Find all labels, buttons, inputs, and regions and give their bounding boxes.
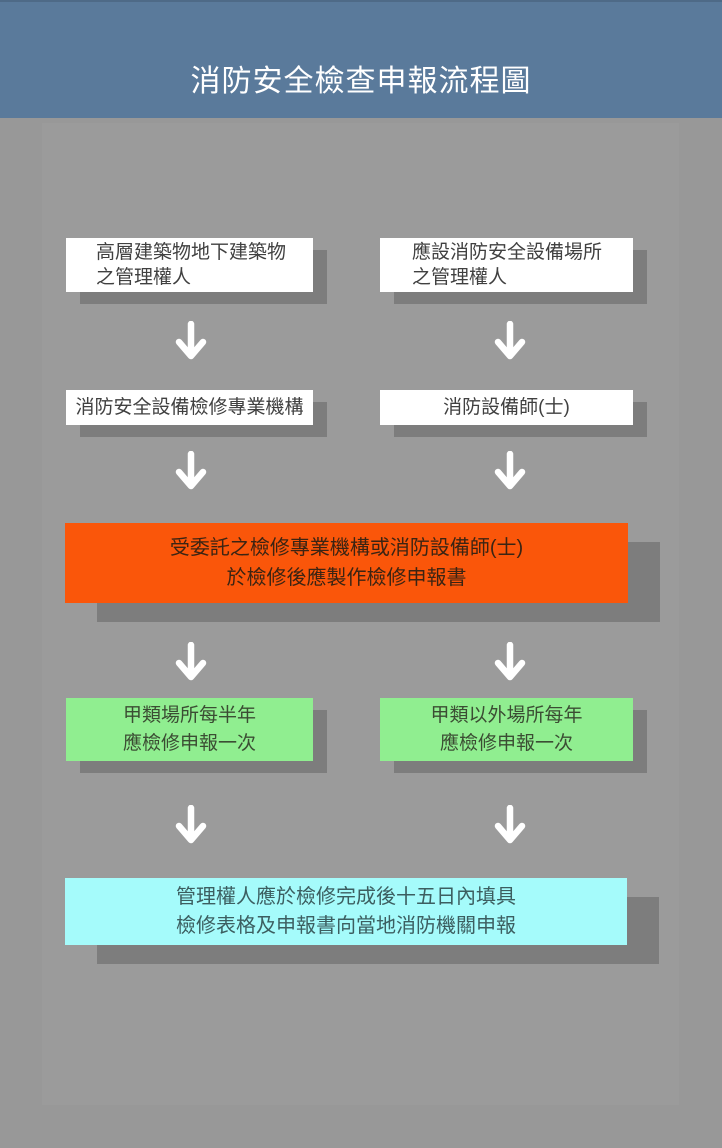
down-arrow-icon	[172, 805, 210, 847]
flow-box-line: 應檢修申報一次	[122, 732, 256, 754]
down-arrow-icon	[491, 642, 529, 684]
flow-box-line: 受委託之檢修專業機構或消防設備師(士)	[169, 537, 524, 559]
flow-box-line: 應設消防安全設備場所	[412, 242, 603, 263]
flow-box-class-a: 甲類場所每半年 應檢修申報一次	[66, 698, 313, 761]
flow-box-inspection-agency: 消防安全設備檢修專業機構	[66, 390, 313, 425]
flow-box-non-class-a: 甲類以外場所每年 應檢修申報一次	[380, 698, 633, 761]
down-arrow-icon	[172, 321, 210, 363]
flow-box-line: 消防安全設備檢修專業機構	[75, 397, 304, 418]
flow-box-line: 應檢修申報一次	[439, 732, 573, 754]
down-arrow-icon	[491, 321, 529, 363]
flow-box-line: 檢修表格及申報書向當地消防機關申報	[176, 914, 516, 937]
flow-box-line: 之管理權人	[96, 267, 192, 288]
title-banner: 消防安全檢查申報流程圖	[0, 0, 722, 118]
down-arrow-icon	[172, 451, 210, 493]
down-arrow-icon	[491, 805, 529, 847]
flow-box-line: 之管理權人	[412, 267, 508, 288]
page-title: 消防安全檢查申報流程圖	[190, 65, 532, 98]
flow-box-owner-highrise: 高層建築物地下建築物 之管理權人	[66, 238, 313, 292]
flow-box-line: 於檢修後應製作檢修申報書	[226, 567, 467, 589]
down-arrow-icon	[491, 451, 529, 493]
down-arrow-icon	[172, 642, 210, 684]
flow-box-owner-equipped: 應設消防安全設備場所 之管理權人	[380, 238, 633, 292]
flow-box-fire-engineer: 消防設備師(士)	[380, 390, 633, 425]
flow-box-final-filing: 管理權人應於檢修完成後十五日內填具 檢修表格及申報書向當地消防機關申報	[65, 878, 627, 945]
flow-box-line: 消防設備師(士)	[443, 397, 570, 418]
flow-box-line: 高層建築物地下建築物	[96, 242, 287, 263]
flow-box-line: 管理權人應於檢修完成後十五日內填具	[176, 885, 516, 908]
flow-box-line: 甲類場所每半年	[122, 704, 256, 726]
flow-box-report-duty: 受委託之檢修專業機構或消防設備師(士) 於檢修後應製作檢修申報書	[65, 523, 628, 603]
flow-box-line: 甲類以外場所每年	[430, 704, 583, 726]
